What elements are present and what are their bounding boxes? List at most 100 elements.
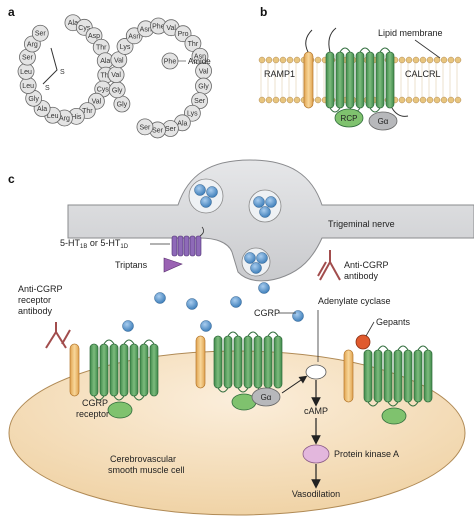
tm-helix xyxy=(345,51,355,109)
helix-loop xyxy=(377,345,389,351)
cgrp-molecule xyxy=(154,292,166,304)
trigeminal-nerve-label: Trigeminal nerve xyxy=(328,219,395,229)
tm-helix xyxy=(109,343,119,397)
camp-label: cAMP xyxy=(304,406,328,416)
residue-label: Val xyxy=(114,57,124,64)
helix-loop xyxy=(387,401,399,407)
cell-label-2: smooth muscle cell xyxy=(108,465,185,475)
helix-loop xyxy=(93,395,105,401)
residue xyxy=(184,35,202,52)
lipid-head xyxy=(314,56,322,64)
vesicle xyxy=(188,178,224,214)
residue-label: Gly xyxy=(117,102,128,109)
cgrp-receptor-right xyxy=(343,345,433,425)
residue-label: Ala xyxy=(68,20,78,27)
lipid-head xyxy=(440,56,448,64)
residue-label: Asn xyxy=(128,33,140,40)
residue xyxy=(31,24,49,42)
helix-loop xyxy=(407,401,419,407)
tm-helix xyxy=(363,349,373,403)
lipid-head xyxy=(293,56,301,64)
helix-loop xyxy=(113,395,125,401)
rcp-label: RCP xyxy=(341,114,358,123)
cgrp-molecule xyxy=(244,252,256,264)
panel-c-label: c xyxy=(8,172,15,186)
residue-label: Gly xyxy=(198,84,209,91)
residue-label: Ser xyxy=(22,55,34,62)
tm-helix xyxy=(223,335,233,389)
helix-loop xyxy=(217,387,229,393)
helix-loop xyxy=(379,47,391,53)
triptan-molecule xyxy=(163,257,183,273)
lipid-head xyxy=(265,96,273,104)
lipid-head xyxy=(426,96,434,104)
lipid-head xyxy=(279,56,287,64)
residue-label: Ser xyxy=(139,124,151,131)
cgrp-receptor-left xyxy=(69,339,159,419)
cgrp-molecule xyxy=(200,320,212,332)
residue-label: Lys xyxy=(120,44,131,51)
anti-cgrp-antibody xyxy=(317,250,341,281)
helix-loop xyxy=(359,47,371,53)
residue-label: Leu xyxy=(22,83,34,90)
lipid-head xyxy=(293,96,301,104)
residue-label: Ala xyxy=(177,120,187,127)
residue-label: Val xyxy=(199,68,209,75)
helix-loop xyxy=(123,339,135,345)
disulfide-bond xyxy=(42,47,58,85)
lipid-head xyxy=(272,96,280,104)
residue-label: Pro xyxy=(178,31,189,38)
tm-helix xyxy=(233,335,243,389)
tm-helix xyxy=(335,51,345,109)
tm-helix xyxy=(393,349,403,403)
protein-kinase-a xyxy=(302,444,330,464)
peptide-loop-1: AlaCysAspThrAlaThrCysValThrHisArgLeuAlaG… xyxy=(17,14,115,127)
helix-loop xyxy=(103,339,115,345)
tm-helix xyxy=(263,335,273,389)
residue-label: Cys xyxy=(97,87,110,94)
lipid-head xyxy=(405,96,413,104)
cgrp-molecule xyxy=(253,196,265,208)
residue-label: Leu xyxy=(20,69,32,76)
cgrp-molecule xyxy=(206,186,218,198)
ramp1-helix xyxy=(69,343,80,397)
5ht-receptor xyxy=(171,226,204,257)
helix-loop xyxy=(237,387,249,393)
residue xyxy=(191,92,209,110)
cgrp-molecule xyxy=(186,298,198,310)
residue-label: Asn xyxy=(194,54,206,61)
tm-helix xyxy=(385,51,395,109)
residue-label: Val xyxy=(92,99,102,106)
residue-label: Thr xyxy=(101,73,112,80)
residue xyxy=(116,38,134,55)
residue-label: Lys xyxy=(187,111,198,118)
residue-label: Asn xyxy=(140,26,152,33)
lipid-head xyxy=(440,96,448,104)
residue-label: His xyxy=(71,114,82,121)
residue-label: Ala xyxy=(37,106,47,113)
panel-b-label: b xyxy=(260,5,267,19)
residue-label: Val xyxy=(166,25,176,32)
galpha-to-ac-arrow xyxy=(281,375,308,394)
helix-loop xyxy=(247,331,259,337)
residue-label: Thr xyxy=(96,45,107,52)
cgrp-label: CGRP xyxy=(254,308,280,318)
residue-label: Ser xyxy=(152,127,164,134)
tm-helix xyxy=(423,349,433,403)
cgrp-receptor-b xyxy=(303,27,409,117)
tm-helix xyxy=(119,343,129,397)
lipid-head xyxy=(454,56,462,64)
lipid-head xyxy=(265,56,273,64)
lipid-head xyxy=(286,56,294,64)
lipid-head xyxy=(286,96,294,104)
tm-helix xyxy=(365,51,375,109)
tm-helix xyxy=(383,349,393,403)
rcp-protein xyxy=(107,401,133,419)
cgrp-molecule xyxy=(122,320,134,332)
lipid-head xyxy=(412,96,420,104)
helix-loop xyxy=(417,345,429,351)
residue-label: Thr xyxy=(188,41,199,48)
lipid-head xyxy=(272,56,280,64)
lipid-head xyxy=(447,56,455,64)
